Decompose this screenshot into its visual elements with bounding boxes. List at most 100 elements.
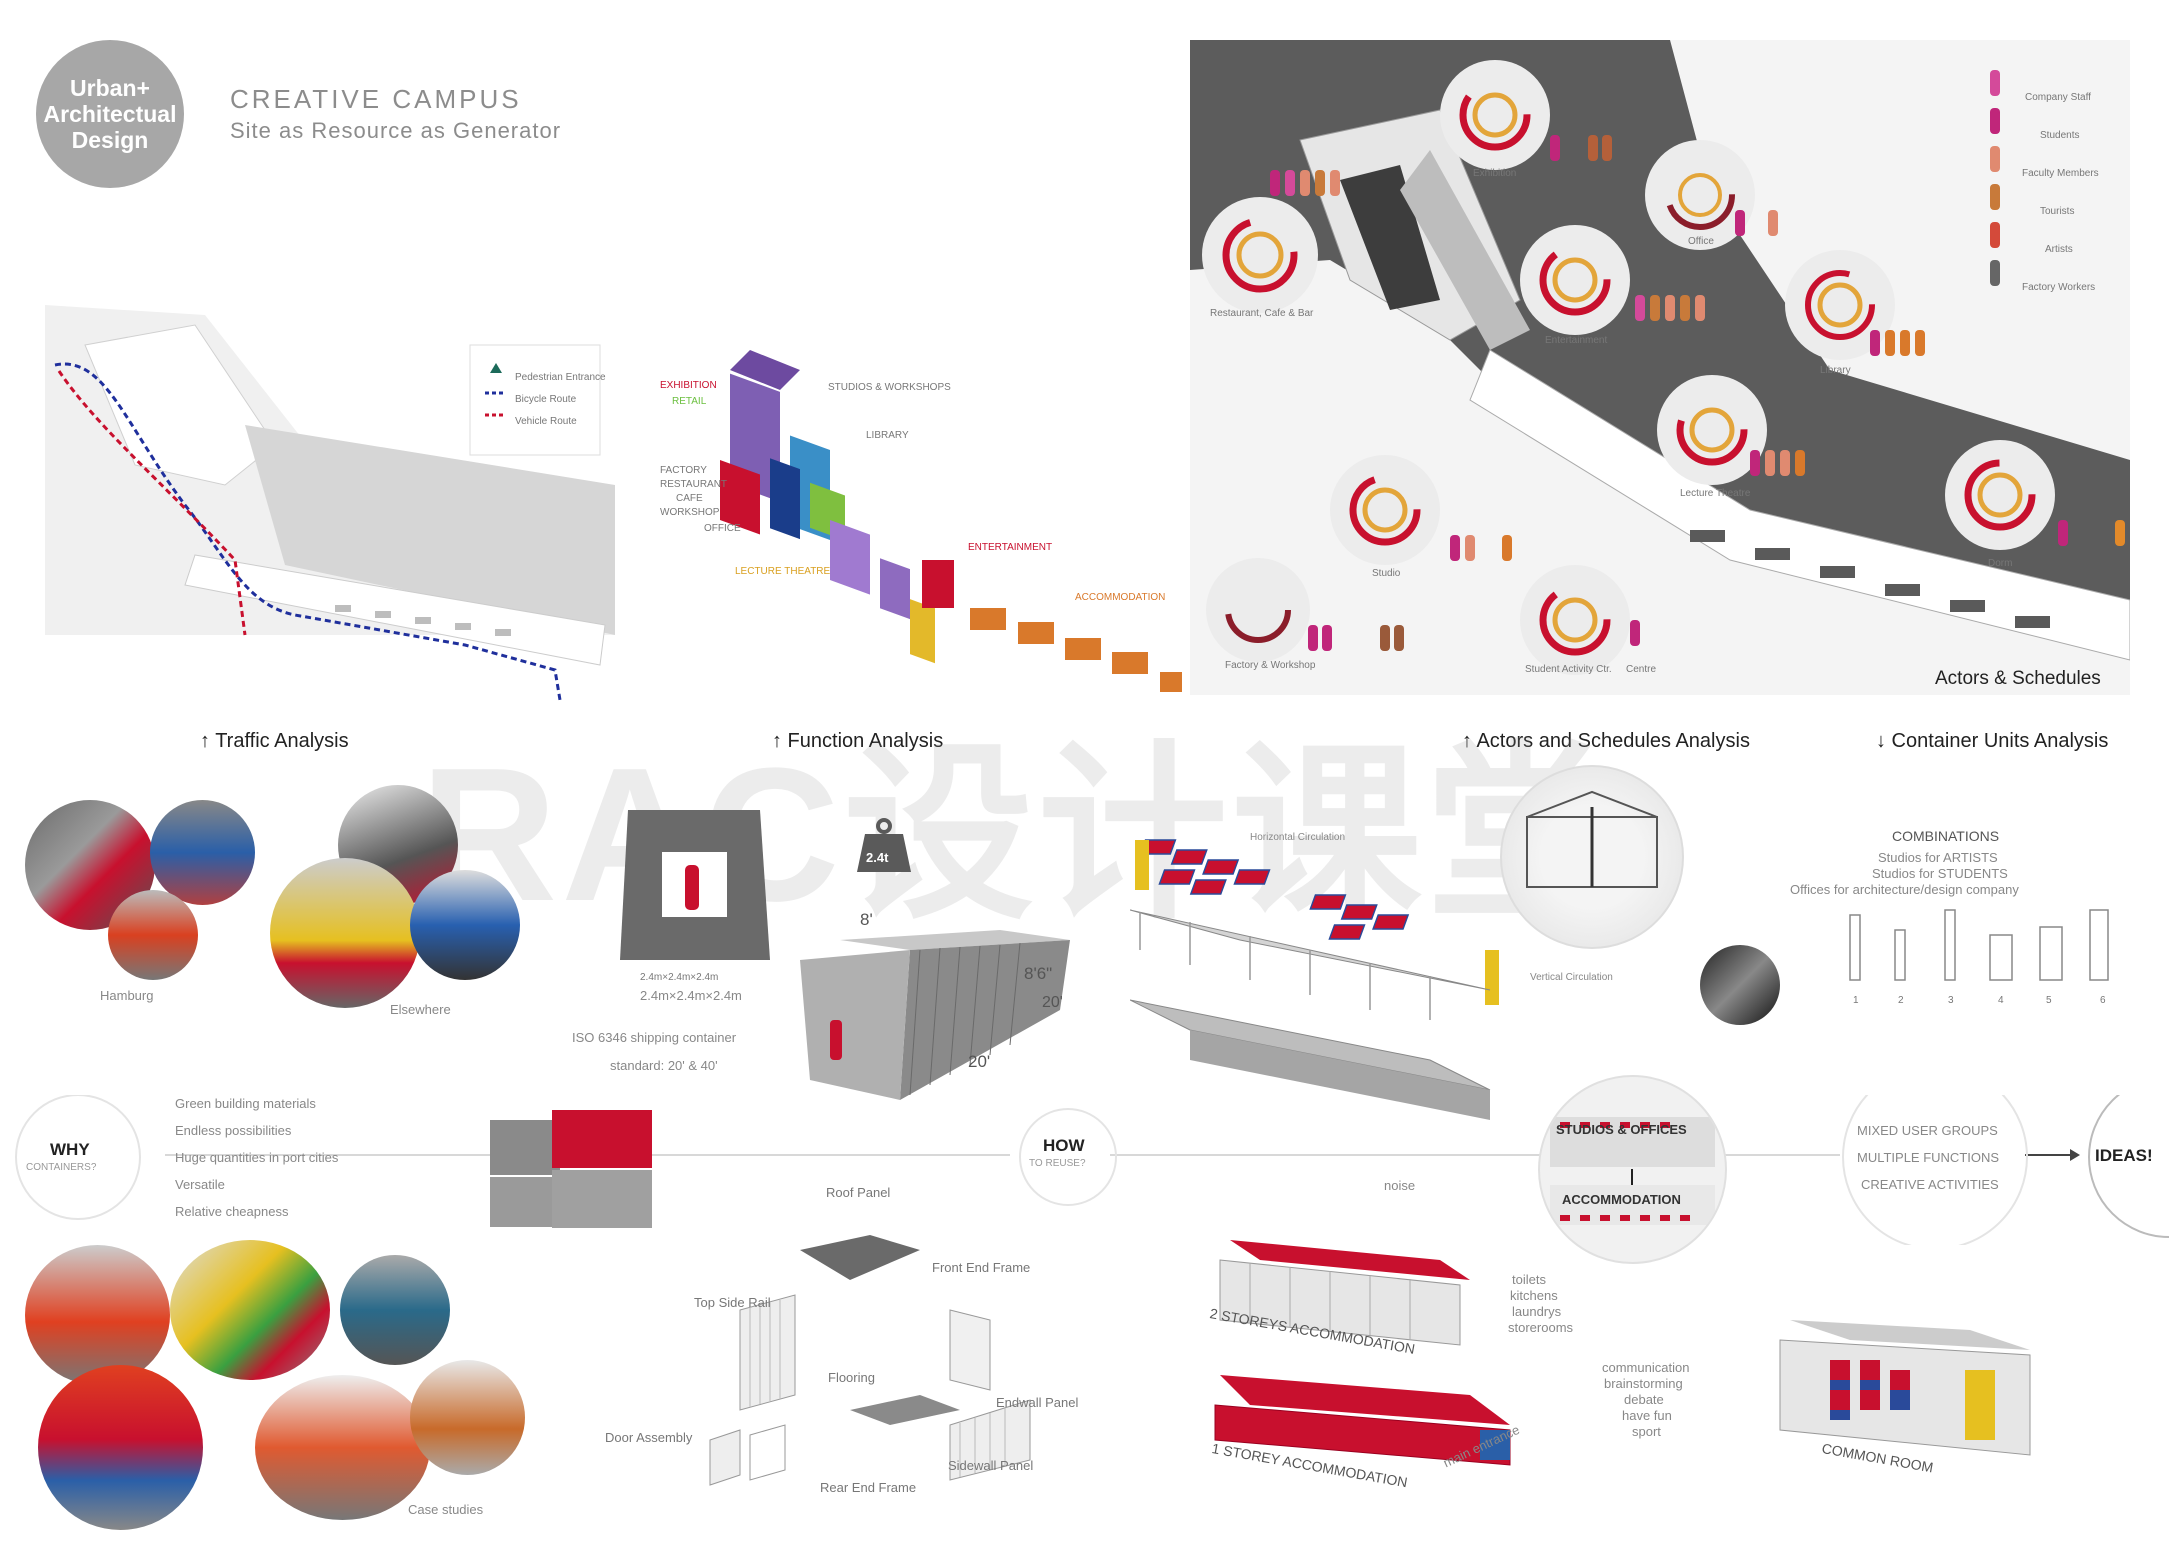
- combination-number: 3: [1948, 995, 1954, 1006]
- watermark: RAC设计课堂: [420, 729, 1620, 941]
- logo: Urban+ Architectual Design: [36, 40, 184, 188]
- why-reason: Endless possibilities: [175, 1123, 292, 1138]
- case-photo-4: [38, 1365, 203, 1530]
- label-library: LIBRARY: [866, 430, 909, 441]
- exploded-container: [709, 1235, 1031, 1486]
- legend-label: Tourists: [2040, 206, 2075, 217]
- node-label: Studio: [1372, 568, 1401, 579]
- why-reason: Relative cheapness: [175, 1204, 289, 1219]
- circulation-axonometric: [1130, 839, 1499, 1120]
- weight-label: 2.4t: [866, 850, 889, 865]
- part-label: Rear End Frame: [820, 1480, 917, 1495]
- legend-label: Students: [2040, 130, 2080, 141]
- node-studio: [1330, 455, 1440, 565]
- caption-actors: ↑ Actors and Schedules Analysis: [1462, 730, 1750, 752]
- page-subtitle: Site as Resource as Generator: [230, 118, 562, 143]
- stack-accommodation-label: ACCOMMODATION: [1562, 1192, 1681, 1207]
- two-storey-accommodation: [1219, 1240, 1470, 1346]
- facility-item: toilets: [1512, 1272, 1546, 1287]
- container-20ft-drawing: [800, 930, 1070, 1100]
- node-label: Factory & Workshop: [1225, 660, 1316, 671]
- container-units: [922, 560, 1182, 692]
- combination-number: 2: [1898, 995, 1904, 1006]
- facility-item: kitchens: [1510, 1288, 1558, 1303]
- node-factory: [1206, 558, 1310, 662]
- weight-icon: [857, 818, 911, 872]
- stack-section: [1550, 1117, 1715, 1225]
- section-dims: 2.4m×2.4m×2.4m: [640, 988, 742, 1003]
- mixed-item: MULTIPLE FUNCTIONS: [1857, 1150, 2000, 1165]
- combination-sketches: [1849, 909, 2109, 981]
- part-label: Front End Frame: [932, 1260, 1031, 1275]
- traffic-legend-pedestrian: Pedestrian Entrance: [515, 372, 606, 383]
- function-diagram: [720, 350, 1182, 692]
- combination-number: 5: [2046, 995, 2052, 1006]
- dim-20-bottom: 20': [968, 1052, 991, 1071]
- mixed-item: MIXED USER GROUPS: [1857, 1123, 1998, 1138]
- label-restaurant: RESTAURANT: [660, 479, 728, 490]
- logo-line: Architectual: [43, 101, 177, 127]
- node-student-activity: [1520, 565, 1630, 675]
- node-dorm: [1945, 440, 2055, 550]
- why-subtitle: CONTAINERS?: [26, 1162, 97, 1173]
- photo-stair: [1700, 945, 1780, 1025]
- label-hamburg: Hamburg: [100, 988, 154, 1003]
- label-accommodation: ACCOMMODATION: [1075, 592, 1166, 603]
- one-storey-accommodation: [1214, 1375, 1511, 1466]
- legend-label: Factory Workers: [2022, 282, 2096, 293]
- legend-label: Company Staff: [2025, 92, 2091, 103]
- how-title: HOW: [1043, 1136, 1085, 1155]
- node-label: Entertainment: [1545, 335, 1608, 346]
- label-retail: RETAIL: [672, 396, 707, 407]
- node-library: [1785, 250, 1895, 360]
- node-label: Office: [1688, 236, 1714, 247]
- iso-label: ISO 6346 shipping container: [572, 1030, 737, 1045]
- facility-item: storerooms: [1508, 1320, 1574, 1335]
- why-title: WHY: [50, 1140, 90, 1159]
- caption-traffic: ↑ Traffic Analysis: [200, 730, 349, 752]
- part-label: Endwall Panel: [996, 1395, 1079, 1410]
- noise-label: noise: [1384, 1178, 1416, 1193]
- traffic-legend-vehicle: Vehicle Route: [515, 416, 577, 427]
- combination-artists: Studios for ARTISTS: [1878, 850, 1998, 865]
- common-activity: have fun: [1622, 1408, 1672, 1423]
- vertical-circulation-circle: [1500, 765, 1684, 949]
- horizontal-circulation-label: Horizontal Circulation: [1250, 832, 1346, 843]
- pedestrian-entrance-icon: [490, 363, 502, 373]
- label-office: OFFICE: [704, 523, 741, 534]
- label-factory: FACTORY: [660, 465, 707, 476]
- case-photo-6: [410, 1360, 525, 1475]
- dim-8: 8': [860, 910, 873, 929]
- dim-86: 8'6": [1024, 964, 1053, 983]
- common-activity: communication: [1602, 1360, 1690, 1375]
- iso-standard: standard: 20' & 40': [610, 1058, 718, 1073]
- actors-map: [1190, 40, 2130, 695]
- node-label: Lecture Theatre: [1680, 488, 1751, 499]
- vertical-circulation-drawing: [1526, 790, 1658, 888]
- node-exhibition: [1440, 60, 1550, 170]
- combination-number: 1: [1853, 995, 1859, 1006]
- common-activity: debate: [1624, 1392, 1664, 1407]
- photo-elsewhere-3: [410, 870, 520, 980]
- case-photo-2: [170, 1240, 330, 1380]
- actors-nodes: [1202, 60, 2125, 675]
- node-label: Student Activity Ctr.: [1525, 664, 1612, 675]
- vertical-circulation-label: Vertical Circulation: [1530, 972, 1613, 983]
- node-label: Centre: [1626, 664, 1657, 675]
- why-reason: Huge quantities in port cities: [175, 1150, 339, 1165]
- part-label: Sidewall Panel: [948, 1458, 1034, 1473]
- node-lecture: [1657, 375, 1767, 485]
- node-label: Exhibition: [1473, 168, 1517, 179]
- traffic-map: [45, 305, 615, 701]
- node-office: [1645, 140, 1755, 250]
- part-label: Top Side Rail: [694, 1295, 771, 1310]
- actors-map-label: Actors & Schedules: [1935, 668, 2101, 689]
- legend-label: Artists: [2045, 244, 2073, 255]
- common-activity: brainstorming: [1604, 1376, 1683, 1391]
- container-section-diagram: [620, 810, 770, 960]
- combination-number: 4: [1998, 995, 2004, 1006]
- part-label: Roof Panel: [826, 1185, 891, 1200]
- legend-label: Faculty Members: [2022, 168, 2099, 179]
- logo-line: Design: [71, 127, 149, 153]
- node-label: Restaurant, Cafe & Bar: [1210, 308, 1314, 319]
